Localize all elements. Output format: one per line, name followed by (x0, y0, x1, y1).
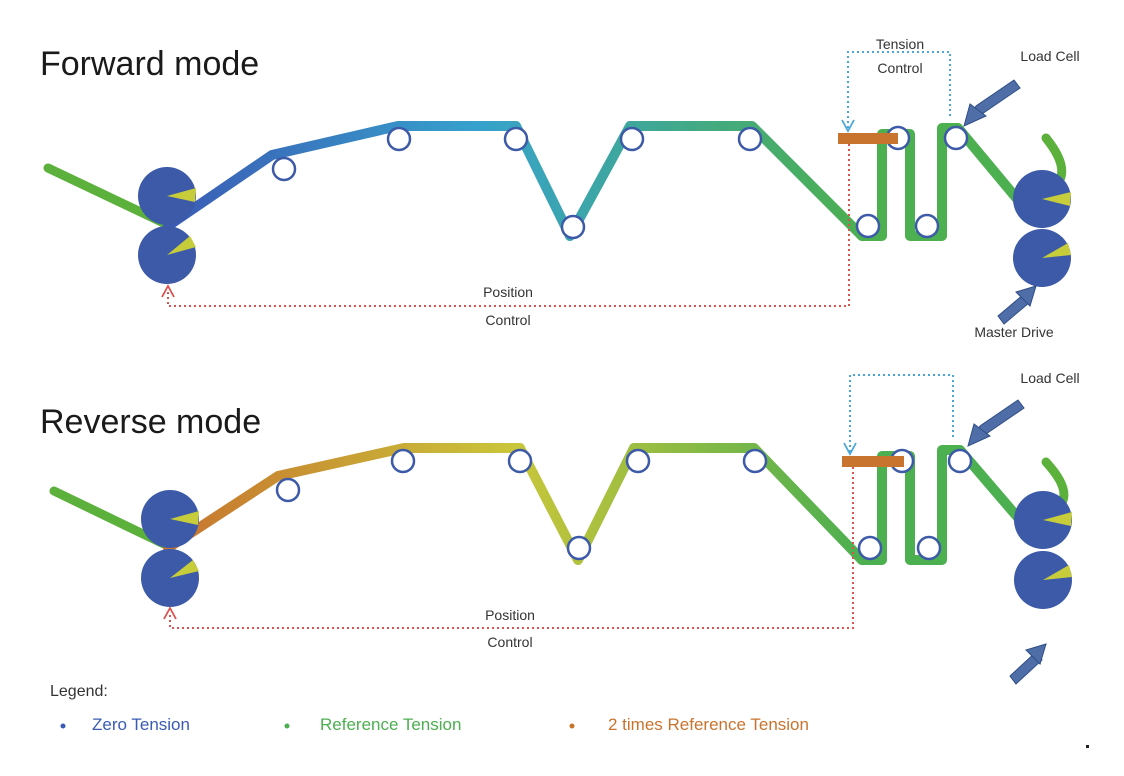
idler-roller (566, 535, 592, 561)
idler-roller (390, 448, 416, 474)
reverse-dancer-arm (842, 456, 904, 467)
idler-roller (507, 448, 533, 474)
reverse-idler-rollers (275, 448, 973, 561)
forward-dancer-arm (838, 133, 898, 144)
tension-control-label-2: Control (877, 60, 922, 76)
idler-roller (275, 477, 301, 503)
tension-control-label-1: Tension (876, 36, 924, 52)
load-cell-arrow-tip-icon (967, 423, 991, 447)
master-drive-arrow-tip-icon (1025, 643, 1047, 665)
legend-dot-reference-tension (284, 723, 290, 729)
tension-arrow-head (843, 442, 857, 456)
idler-roller (386, 126, 412, 152)
master-drive-arrow-icon (1009, 651, 1043, 685)
forward-tension-control-loop (847, 51, 951, 128)
forward-nip-rollers (138, 167, 196, 284)
roller-flag (167, 188, 196, 202)
idler-roller (916, 535, 942, 561)
idler-roller (619, 126, 645, 152)
reverse-mode-title: Reverse mode (40, 403, 261, 441)
position-control-label-1: Position (485, 607, 535, 623)
idler-roller (947, 448, 973, 474)
roller-flag (1043, 512, 1072, 526)
tension-arrow-head (841, 119, 855, 133)
load-cell-label: Load Cell (1020, 48, 1079, 64)
legend-dot-double-tension (569, 723, 575, 729)
load-cell-arrow-tip-icon (963, 103, 987, 127)
reverse-master-drive-rollers (1014, 491, 1072, 609)
roller-flag (1043, 565, 1072, 580)
forward-master-drive-rollers (1013, 170, 1071, 287)
legend: Legend: Zero Tension Reference Tension 2… (50, 683, 809, 734)
reverse-position-control-loop (169, 467, 854, 629)
idler-roller (503, 126, 529, 152)
reverse-web-path (163, 443, 867, 565)
idler-roller (914, 213, 940, 239)
position-control-label-2: Control (485, 312, 530, 328)
position-control-label-1: Position (483, 284, 533, 300)
position-arrow-head (163, 606, 177, 620)
position-control-label-2: Control (487, 634, 532, 650)
master-drive-arrow-tip-icon (1015, 285, 1037, 307)
roller-flag (1042, 192, 1071, 206)
idler-roller (857, 535, 883, 561)
legend-label-double-tension: 2 times Reference Tension (608, 715, 809, 734)
idler-roller (560, 214, 586, 240)
legend-label-zero-tension: Zero Tension (92, 715, 190, 734)
idler-roller (855, 213, 881, 239)
corner-mark (1086, 745, 1089, 748)
roller-flag (167, 236, 196, 255)
idler-roller (742, 448, 768, 474)
legend-dot-zero-tension (60, 723, 66, 729)
reverse-nip-rollers (141, 490, 199, 607)
forward-mode-title: Forward mode (40, 45, 259, 83)
idler-roller (625, 448, 651, 474)
idler-roller (737, 126, 763, 152)
forward-mode-panel: Forward mode (40, 36, 1080, 340)
forward-idler-rollers (271, 125, 969, 240)
load-cell-label: Load Cell (1020, 370, 1079, 386)
forward-web-path (163, 121, 867, 241)
reverse-tension-control-loop (849, 374, 954, 452)
master-drive-label: Master Drive (974, 324, 1054, 340)
idler-roller (943, 125, 969, 151)
roller-flag (170, 511, 199, 525)
legend-label-reference-tension: Reference Tension (320, 715, 461, 734)
roller-flag (170, 560, 199, 578)
forward-dancer-web (857, 123, 1023, 241)
idler-roller (271, 156, 297, 182)
forward-position-control-loop (167, 144, 850, 307)
roller-flag (1042, 243, 1071, 258)
reverse-dancer-web (857, 445, 1025, 565)
legend-heading: Legend: (50, 683, 108, 700)
position-arrow-head (161, 284, 175, 298)
reverse-mode-panel: Reverse mode (40, 370, 1080, 685)
